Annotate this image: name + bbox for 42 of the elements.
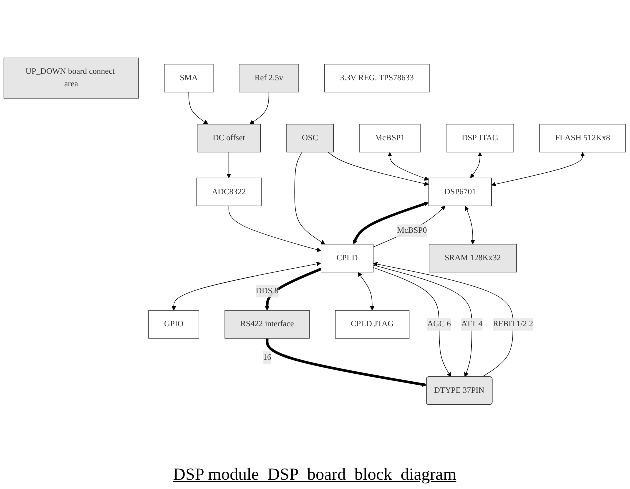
node-box: DSP6701 [428, 178, 492, 206]
node-box: Ref 2.5v [239, 64, 300, 93]
edge-label: RFBIT1/2 2 [493, 320, 534, 329]
node-box: RS422 interface [224, 310, 310, 339]
arrow [328, 152, 430, 186]
node-box: GPIO [148, 310, 200, 339]
arrow [492, 152, 586, 187]
node-box: McBSP1 [359, 124, 421, 153]
node-box: DC offset [197, 124, 261, 153]
node-box: FLASH 512Kx8 [540, 124, 626, 153]
edge-label: ATT 4 [462, 320, 483, 329]
edge-label: McBSP0 [397, 226, 428, 235]
arrow [226, 152, 232, 178]
node-box: UP_DOWN board connect area [4, 58, 139, 99]
arrow [373, 262, 514, 378]
arrow [388, 152, 430, 181]
arrow [294, 152, 326, 245]
node-box: OSC [286, 124, 334, 153]
arrow [373, 268, 452, 378]
node-box: ADC8322 [196, 178, 262, 206]
arrow [373, 265, 472, 378]
diagram-caption: DSP module_DSP_board_block_diagram [173, 464, 457, 486]
arrow [172, 262, 322, 311]
arrow [373, 206, 446, 248]
node-box: SRAM 128Kx32 [429, 244, 517, 273]
arrow [358, 272, 375, 311]
edge-label: 16 [263, 353, 272, 362]
node-box: DSP JTAG [446, 124, 514, 153]
arrow [265, 268, 322, 311]
node-box: 3.3V REG. TPS78633 [324, 64, 430, 93]
arrow [353, 202, 429, 245]
arrow [465, 206, 476, 245]
arrow [188, 92, 208, 125]
arrow [266, 338, 427, 387]
edge-label: DDS 8 [256, 286, 279, 296]
edge-label: AGC 6 [427, 320, 452, 329]
node-box: CPLD [321, 244, 374, 273]
arrow [470, 152, 482, 178]
node-box: SMA [164, 64, 214, 93]
arrow [228, 206, 322, 252]
arrow [250, 92, 270, 125]
node-box: CPLD JTAG [335, 310, 410, 339]
